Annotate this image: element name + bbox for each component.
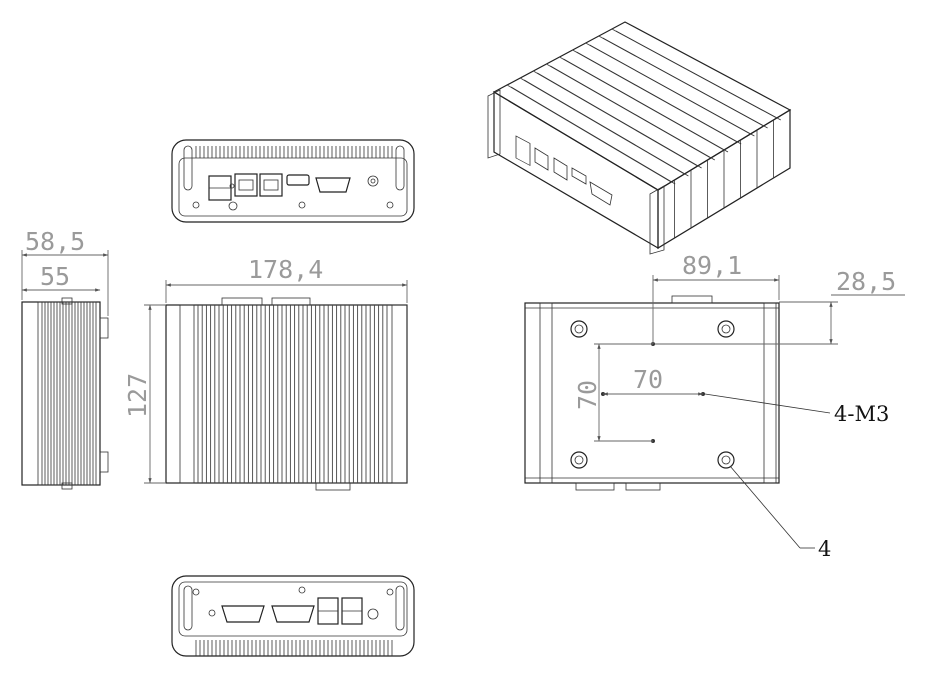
fin-line [563,58,729,153]
vga-port [315,177,351,193]
dim-127: 127 [123,373,152,418]
fin-line [602,37,768,129]
rear-view [171,575,415,657]
dim-55: 55 [40,262,70,291]
front-top-fins [195,146,393,158]
fin-line [550,65,715,161]
side-view: 58,5 55 [21,227,109,490]
lan-port [259,173,283,197]
dim-89-1: 89,1 [682,251,742,280]
isometric-view [487,21,792,255]
top-view: 178,4 127 [123,255,408,491]
callout-4-m3: 4-M3 [834,402,889,426]
serial-port [271,605,315,623]
dim-70-h: 70 [633,365,663,394]
lan-port [234,173,258,197]
dim-28-5: 28,5 [836,267,896,296]
fin-line [510,86,676,185]
front-view [171,139,415,223]
fin-line [615,30,781,121]
fin-line [537,72,702,169]
dim-58-5: 58,5 [25,227,85,256]
foot [717,451,735,469]
fin-line [523,79,689,177]
callout-4: 4 [818,537,831,561]
bottom-view: 89,1 28,5 70 70 4-M3 4 [524,251,905,561]
fin-line [576,51,742,145]
dim-70-v: 70 [573,380,602,410]
serial-port [221,605,265,623]
fin-line [589,44,755,137]
hdmi-port [286,174,310,186]
dim-178-4: 178,4 [248,255,323,284]
